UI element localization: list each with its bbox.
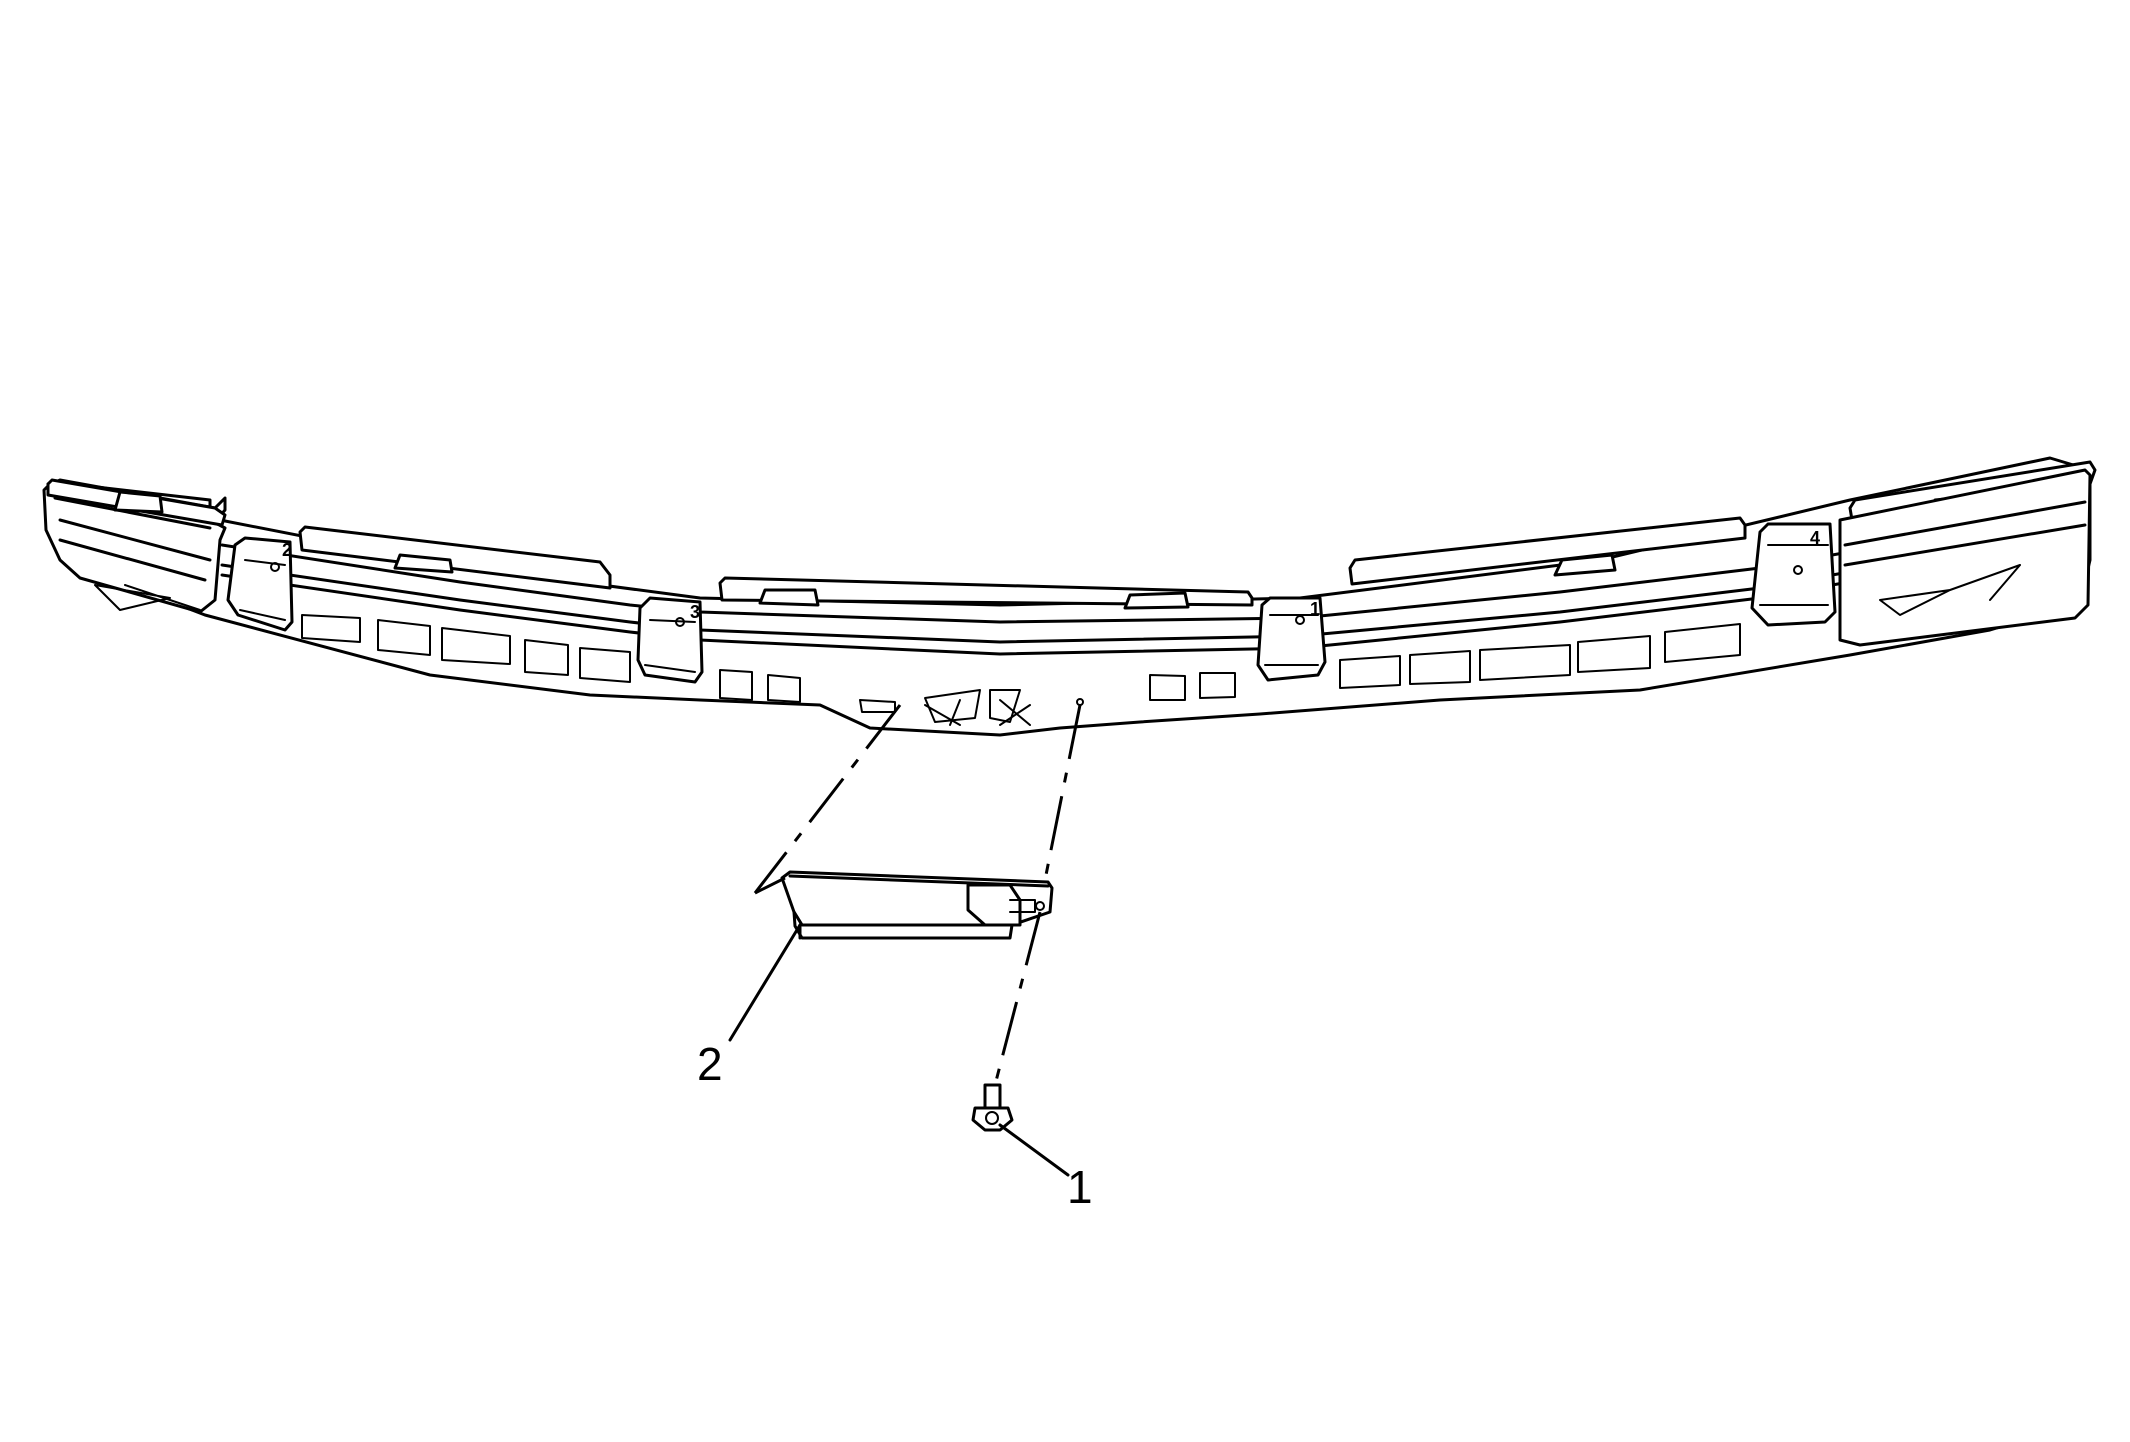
callout-label-1: 1 [1067,1161,1093,1213]
leader-line-2 [728,923,802,1042]
callout-label-2: 2 [697,1038,723,1090]
mounting-bracket-3 [636,596,704,684]
fastener-screw [971,1083,1014,1132]
alignment-lines [753,704,1082,1086]
sensor-module [780,870,1054,940]
bracket-number-1: 1 [1310,599,1320,619]
leader-line-1 [998,1123,1070,1177]
bracket-number-4: 4 [1810,528,1820,548]
bracket-number-2: 2 [282,540,292,560]
mounting-bracket-1 [1256,596,1327,682]
lower-openings [301,614,1741,703]
mounting-bracket-2 [226,536,294,632]
center-ribs [859,689,1084,726]
mounting-bracket-4 [1750,522,1837,627]
bracket-number-3: 3 [690,602,700,622]
bumper-support-bar: 2 3 1 4 [42,456,2097,737]
